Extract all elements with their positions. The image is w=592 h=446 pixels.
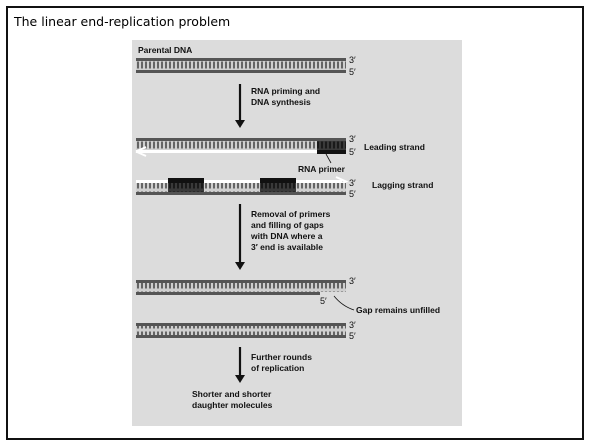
rna-primer-pointer	[325, 153, 332, 164]
leading-strand-label: Leading strand	[364, 142, 425, 152]
gap-duplex	[136, 280, 346, 295]
rna-primer-label: RNA primer	[298, 164, 346, 174]
daughter-duplex	[136, 323, 346, 338]
parental-5-prime-end: 5′	[349, 67, 356, 77]
lagging-3-prime-end: 3′	[349, 178, 356, 188]
step2-arrowhead	[235, 262, 245, 270]
slide-title: The linear end-replication problem	[14, 14, 231, 29]
parental-dna-duplex	[136, 58, 346, 73]
lagging-strand-duplex	[136, 176, 349, 195]
daughter-3-prime-end: 3′	[349, 320, 356, 330]
daughter-5-prime-end: 5′	[349, 331, 356, 341]
step3-arrowhead	[235, 375, 245, 383]
parental-dna-label: Parental DNA	[138, 45, 192, 55]
leading-3-prime-end: 3′	[349, 134, 356, 144]
result-line2: daughter molecules	[192, 400, 273, 410]
step2-line3: with DNA where a	[250, 231, 323, 241]
lagging-strand-label: Lagging strand	[372, 180, 433, 190]
step2-line2: and filling of gaps	[251, 220, 324, 230]
leading-5-prime-end: 5′	[349, 147, 356, 157]
result-line1: Shorter and shorter	[192, 389, 272, 399]
step3-line1: Further rounds	[251, 352, 312, 362]
step2-line1: Removal of primers	[251, 209, 331, 219]
step3-line2: of replication	[251, 363, 304, 373]
step1-line1: RNA priming and	[251, 86, 320, 96]
gap-5-prime-end: 5′	[320, 296, 327, 306]
gap-label: Gap remains unfilled	[356, 305, 440, 315]
step1-line2: DNA synthesis	[251, 97, 311, 107]
gap-pointer	[333, 295, 355, 311]
step1-arrowhead	[235, 120, 245, 128]
leading-strand-duplex	[135, 138, 346, 157]
step2-line4: 3′ end is available	[251, 242, 323, 252]
parental-3-prime-end: 3′	[349, 55, 356, 65]
replication-diagram: Parental DNA 3′ 5′ RNA priming and DNA s…	[135, 45, 440, 410]
lagging-5-prime-end: 5′	[349, 189, 356, 199]
gap-3-prime-end: 3′	[349, 276, 356, 286]
figure-panel: Parental DNA 3′ 5′ RNA priming and DNA s…	[132, 40, 462, 426]
